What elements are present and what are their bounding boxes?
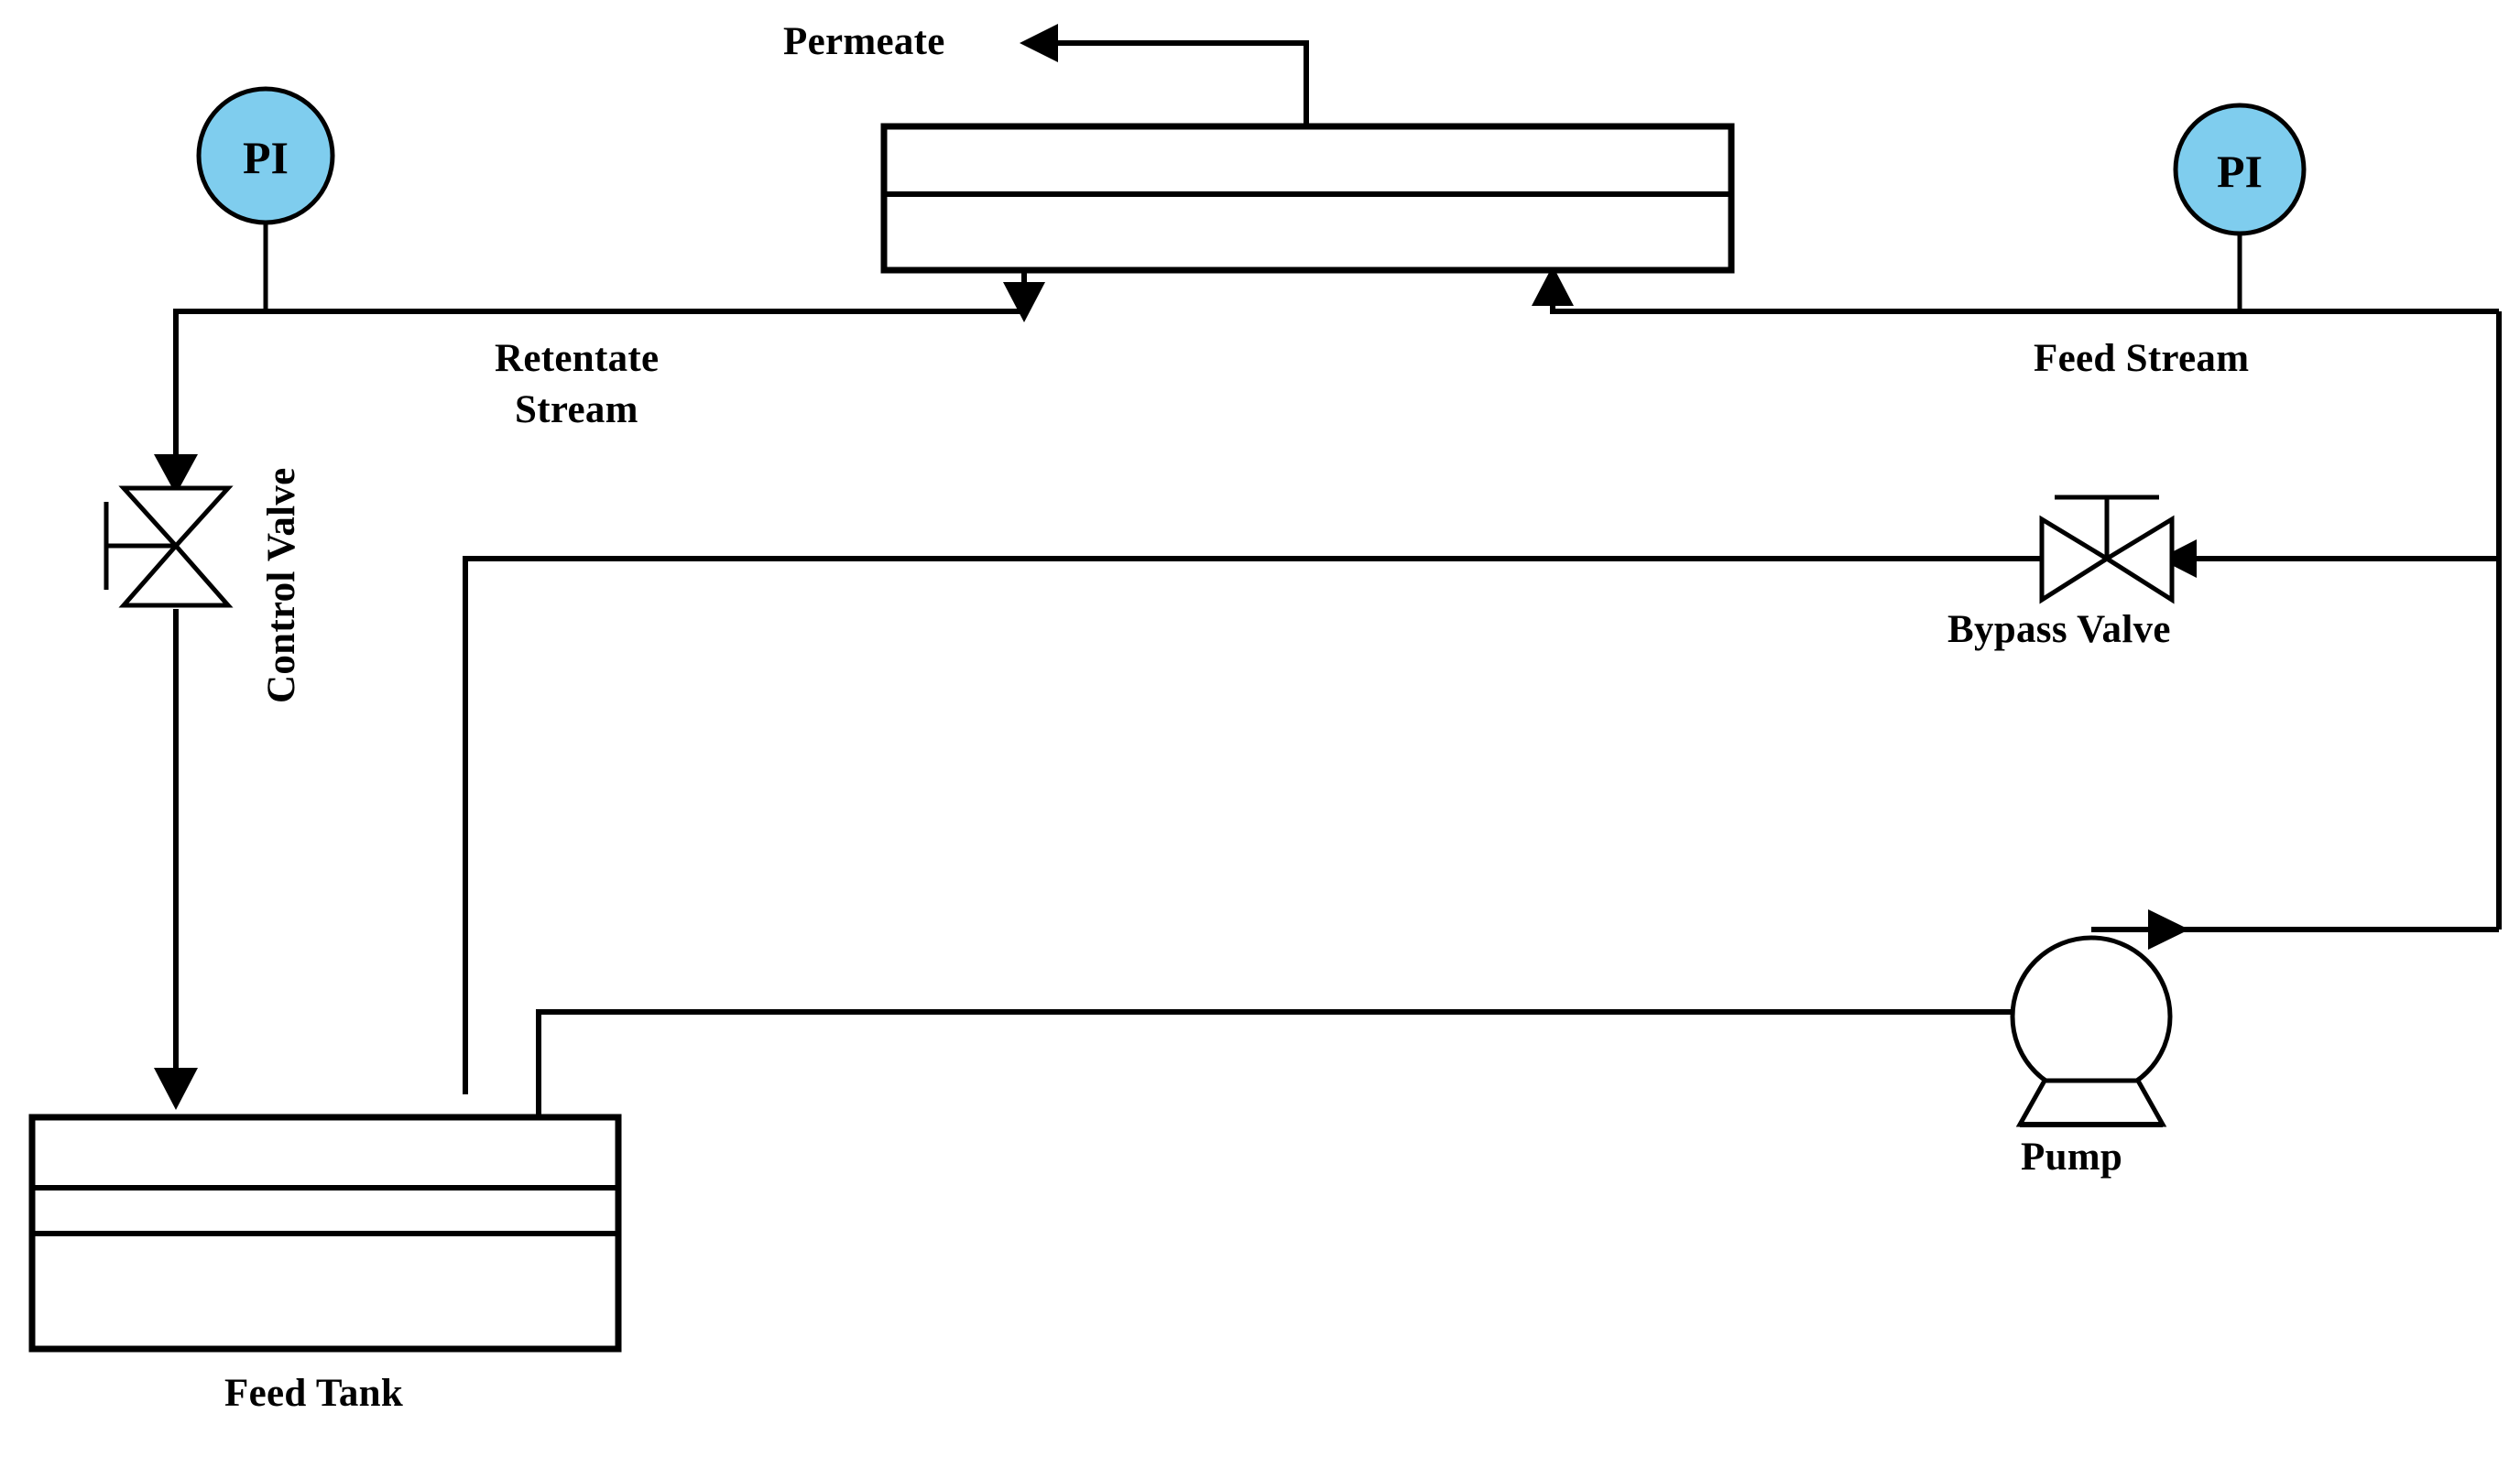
feed-stream-label: Feed Stream [2034, 337, 2250, 380]
feed-tank[interactable] [28, 1114, 622, 1353]
bypass-valve[interactable] [2039, 495, 2175, 604]
bypass-flow-arrow-icon [2159, 539, 2197, 578]
feed-into-module-arrow-icon [1532, 266, 1574, 306]
control-valve-lower-wedge [118, 542, 234, 608]
feed-stream-pipe [1532, 266, 2499, 314]
pressure-indicator-right[interactable]: PI [2173, 103, 2307, 311]
permeate-label: Permeate [783, 20, 945, 63]
retentate-stream-label-line1: Retentate [495, 337, 660, 380]
pump-outlet-arrow-icon [2148, 909, 2189, 950]
pi-left-label: PI [243, 132, 289, 183]
pump-base-pedestal [2015, 1078, 2167, 1127]
pump-discharge-pipe [2091, 909, 2499, 950]
retentate-pipe [173, 270, 1045, 476]
pressure-indicator-left[interactable]: PI [196, 86, 335, 311]
bypass-valve-right-wedge [2102, 515, 2175, 604]
control-valve-label: Control Valve [260, 467, 303, 703]
permeate-arrow-icon [1020, 24, 1058, 62]
retentate-stream-label-line2: Stream [515, 388, 638, 431]
pump-label: Pump [2021, 1136, 2123, 1179]
retentate-to-tank-arrow-icon [154, 1068, 198, 1110]
feed-tank-label: Feed Tank [224, 1372, 404, 1415]
pump-suction-pipe [536, 992, 2102, 1145]
pi-right-bubble [2173, 103, 2307, 236]
control-valve-inlet-arrow-icon [154, 454, 198, 495]
pump-casing [2010, 935, 2173, 1098]
bypass-pipe [463, 539, 2499, 1094]
pi-right-label: PI [2217, 146, 2263, 197]
control-valve[interactable] [104, 454, 234, 608]
membrane-module[interactable] [880, 123, 1735, 274]
pump[interactable] [2010, 935, 2173, 1127]
bypass-valve-label: Bypass Valve [1947, 608, 2171, 651]
control-valve-downleg-pipe [154, 609, 198, 1110]
control-valve-upper-wedge [118, 485, 234, 549]
permeate-pipe [1020, 24, 1309, 126]
bypass-valve-left-wedge [2039, 515, 2111, 604]
pi-left-bubble [196, 86, 335, 225]
retentate-arrow-icon [1003, 282, 1045, 322]
